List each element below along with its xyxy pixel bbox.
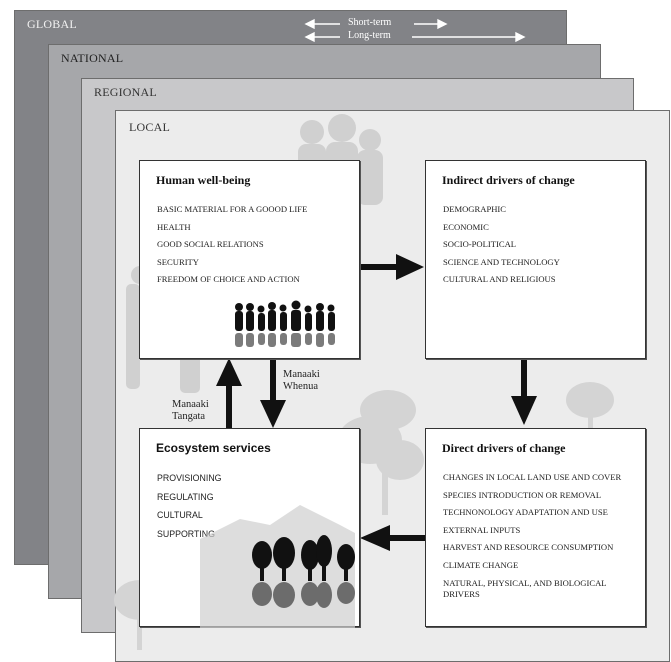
manaaki-tangata-line1: Manaaki — [172, 399, 209, 410]
list-item: CULTURAL — [157, 510, 203, 521]
connector-arrows — [216, 254, 537, 551]
direct-drivers-list: CHANGES IN LOCAL LAND USE AND COVER SPEC… — [443, 469, 621, 600]
human-wellbeing-box: Human well-being BASIC MATERIAL FOR A GO… — [139, 160, 360, 359]
list-item: FREEDOM OF CHOICE AND ACTION — [157, 274, 300, 285]
arrow-indirect-to-direct — [511, 396, 537, 425]
list-item: HARVEST AND RESOURCE CONSUMPTION — [443, 542, 614, 553]
list-item: DEMOGRAPHIC — [443, 204, 507, 214]
list-item: SUPPORTING — [157, 528, 216, 539]
arrow-direct-to-ecosystem — [360, 525, 390, 551]
layer-label-national: NATIONAL — [61, 51, 124, 65]
list-item: GOOD SOCIAL RELATIONS — [157, 239, 264, 250]
list-item: SCIENCE AND TECHNOLOGY — [443, 256, 560, 267]
manaaki-whenua-line1: Manaaki — [283, 369, 320, 380]
timescale-legend-arrows — [304, 18, 526, 43]
ecosystem-services-list: PROVISIONING REGULATING CULTURAL SUPPORT… — [157, 469, 222, 543]
list-item: ECONOMIC — [443, 221, 489, 232]
list-item: SOCIO-POLITICAL — [443, 239, 517, 250]
indirect-drivers-title: Indirect drivers of change — [442, 173, 575, 187]
layer-label-regional: REGIONAL — [94, 85, 157, 99]
list-item: SECURITY — [157, 256, 200, 267]
list-item: CHANGES IN LOCAL LAND USE AND COVER — [443, 472, 622, 482]
legend-short-term: Short-term — [348, 17, 392, 28]
forest-landscape-icon — [200, 505, 355, 628]
manaaki-tangata-label: Manaaki Tangata — [172, 399, 209, 423]
people-group-icon — [235, 300, 335, 347]
list-item: REGULATING — [157, 491, 214, 502]
arrow-wellbeing-to-indirect — [360, 264, 400, 270]
human-wellbeing-list: BASIC MATERIAL FOR A GOOOD LIFE HEALTH G… — [157, 201, 307, 289]
list-item: BASIC MATERIAL FOR A GOOOD LIFE — [157, 204, 308, 214]
list-item: TECHNONOLOGY ADAPTATION AND USE — [443, 507, 608, 518]
layer-label-local: LOCAL — [129, 120, 170, 134]
legend-long-term: Long-term — [348, 30, 391, 41]
list-item: SPECIES INTRODUCTION OR REMOVAL — [443, 489, 602, 500]
arrow-manaaki-tangata — [216, 358, 242, 386]
direct-drivers-box: Direct drivers of change CHANGES IN LOCA… — [425, 428, 646, 627]
list-item: HEALTH — [157, 221, 191, 232]
indirect-drivers-box: Indirect drivers of change DEMOGRAPHIC E… — [425, 160, 646, 359]
ecosystem-services-box: Ecosystem services PROVISIONING REGULATI… — [139, 428, 360, 628]
ecosystem-services-title: Ecosystem services — [156, 441, 271, 455]
manaaki-whenua-line2: Whenua — [283, 381, 318, 392]
manaaki-tangata-line2: Tangata — [172, 411, 206, 422]
list-item: EXTERNAL INPUTS — [443, 524, 521, 535]
list-item: PROVISIONING — [157, 473, 222, 483]
human-wellbeing-title: Human well-being — [156, 173, 251, 187]
list-item: CLIMATE CHANGE — [443, 559, 519, 570]
indirect-drivers-list: DEMOGRAPHIC ECONOMIC SOCIO-POLITICAL SCI… — [443, 201, 560, 289]
list-item: DRIVERS — [443, 588, 480, 599]
layer-label-global: GLOBAL — [27, 17, 77, 31]
list-item: NATURAL, PHYSICAL, AND BIOLOGICAL — [443, 577, 607, 588]
arrow-manaaki-whenua — [260, 400, 286, 428]
list-item: CULTURAL AND RELIGIOUS — [443, 274, 556, 285]
direct-drivers-title: Direct drivers of change — [442, 441, 566, 455]
manaaki-whenua-label: Manaaki Whenua — [283, 369, 320, 393]
